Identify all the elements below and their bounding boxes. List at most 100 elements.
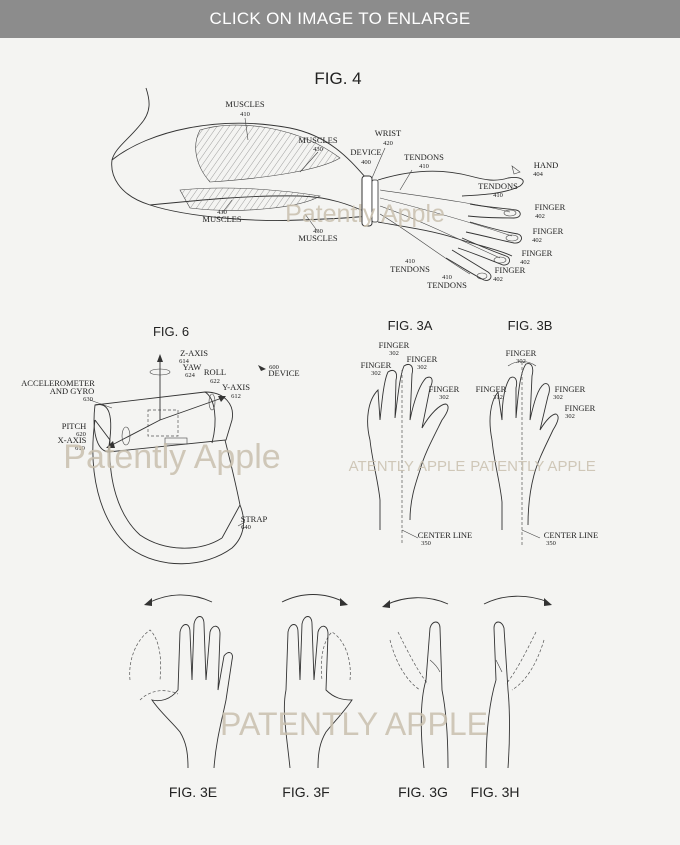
- fig3e-hand-drawing: [129, 616, 233, 769]
- label: FINGER: [476, 384, 507, 394]
- label: 640: [241, 524, 251, 531]
- label: STRAP: [241, 514, 268, 524]
- label: 400: [361, 159, 371, 166]
- label: MUSCLES: [202, 214, 241, 224]
- label: FINGER: [555, 384, 586, 394]
- label: 430: [313, 146, 323, 153]
- wrist-device-drawing: [89, 354, 246, 565]
- label: 420: [383, 140, 393, 147]
- label: 614: [179, 358, 190, 365]
- label: Z-AXIS: [180, 348, 208, 358]
- label: 302: [371, 370, 381, 377]
- label: 612: [231, 393, 241, 400]
- label: 302: [439, 394, 449, 401]
- label: FINGER: [361, 360, 392, 370]
- label: 312: [493, 394, 503, 401]
- forearm-drawing: [111, 87, 524, 281]
- watermark: PATENTLY APPLE: [220, 706, 488, 742]
- label: 402: [493, 276, 503, 283]
- label: FINGER: [429, 384, 460, 394]
- label: FINGER: [495, 265, 526, 275]
- label: 620: [76, 431, 86, 438]
- label: 430: [313, 228, 323, 235]
- label: HAND: [534, 160, 559, 170]
- label: Y-AXIS: [222, 382, 250, 392]
- label: 350: [421, 540, 431, 547]
- label: DEVICE: [350, 147, 381, 157]
- watermark: ATENTLY APPLE: [349, 458, 466, 475]
- label: FINGER: [533, 226, 564, 236]
- label: 610: [75, 445, 85, 452]
- label: 410: [240, 111, 250, 118]
- label: MUSCLES: [225, 99, 264, 109]
- fig3a-labels: FINGER 302 FINGER 302 FINGER 302 FINGER …: [361, 340, 473, 547]
- label: WRIST: [375, 128, 402, 138]
- fig-3a: FIG. 3A FINGER 302 FINGER 302 FINGER 302…: [361, 318, 473, 547]
- enlarge-banner[interactable]: CLICK ON IMAGE TO ENLARGE: [0, 0, 680, 38]
- label: YAW: [183, 362, 202, 372]
- label: 410: [493, 192, 503, 199]
- label: CENTER LINE: [418, 530, 473, 540]
- label: DEVICE: [268, 368, 299, 378]
- label: 302: [389, 350, 399, 357]
- label: X-AXIS: [58, 435, 87, 445]
- fig3b-title: FIG. 3B: [508, 318, 553, 333]
- label: PITCH: [62, 421, 87, 431]
- label: 430: [217, 209, 227, 216]
- label: TENDONS: [404, 152, 444, 162]
- watermark: PATENTLY APPLE: [470, 458, 596, 475]
- fig-4: FIG. 4: [111, 69, 566, 290]
- fig3h-hand-drawing: [485, 621, 545, 769]
- label: MUSCLES: [298, 135, 337, 145]
- label: 402: [532, 237, 542, 244]
- label: 302: [417, 364, 427, 371]
- label: 302: [516, 358, 526, 365]
- closed-fingers-hand-drawing: [489, 361, 559, 545]
- label: 624: [185, 372, 196, 379]
- fig3b-labels: FINGER 302 FINGER 312 FINGER 302 FINGER …: [476, 348, 599, 547]
- fig4-title: FIG. 4: [314, 69, 361, 88]
- label: FINGER: [535, 202, 566, 212]
- fig3a-title: FIG. 3A: [388, 318, 433, 333]
- fig3g-hand-drawing: [389, 621, 449, 769]
- label: FINGER: [506, 348, 537, 358]
- fig3f-title: FIG. 3F: [282, 784, 329, 800]
- label: ACCELEROMETER: [21, 378, 95, 388]
- fig3g-title: FIG. 3G: [398, 784, 448, 800]
- label: TENDONS: [427, 280, 467, 290]
- fig-3b: FIG. 3B FINGER 302 FINGER 312 FINGER 302…: [349, 318, 599, 547]
- label: 622: [210, 378, 220, 385]
- fig-6: FIG. 6: [21, 324, 300, 565]
- label: 404: [533, 171, 544, 178]
- label: ROLL: [204, 367, 226, 377]
- label: 402: [535, 213, 545, 220]
- label: FINGER: [379, 340, 410, 350]
- fig-3e-3h: PATENTLY APPLE FIG. 3E FIG. 3F FIG. 3G F…: [129, 594, 552, 800]
- label: FINGER: [407, 354, 438, 364]
- label: MUSCLES: [298, 233, 337, 243]
- label: 410: [442, 274, 452, 281]
- label: 410: [405, 258, 415, 265]
- label: 600: [269, 364, 279, 371]
- label: FINGER: [565, 403, 596, 413]
- label: 402: [520, 259, 530, 266]
- open-hand-drawing: [367, 363, 449, 545]
- watermark: Patently Apple: [285, 200, 445, 228]
- label: 350: [546, 540, 556, 547]
- label: FINGER: [522, 248, 553, 258]
- label: AND GYRO: [50, 386, 95, 396]
- label: 630: [83, 396, 93, 403]
- fig6-title: FIG. 6: [153, 324, 189, 339]
- fig3f-hand-drawing: [283, 616, 353, 769]
- label: TENDONS: [478, 181, 518, 191]
- label: 302: [553, 394, 563, 401]
- fig3e-title: FIG. 3E: [169, 784, 217, 800]
- fig4-labels: MUSCLES 410 MUSCLES 430 WRIST 420 DEVICE…: [202, 99, 565, 290]
- label: 302: [565, 413, 575, 420]
- fig6-labels: Z-AXIS 614 YAW 624 ROLL 622 Y-AXIS 612 6…: [21, 348, 299, 531]
- watermark: Patently Apple: [63, 438, 280, 476]
- label: TENDONS: [390, 264, 430, 274]
- fig3h-title: FIG. 3H: [470, 784, 519, 800]
